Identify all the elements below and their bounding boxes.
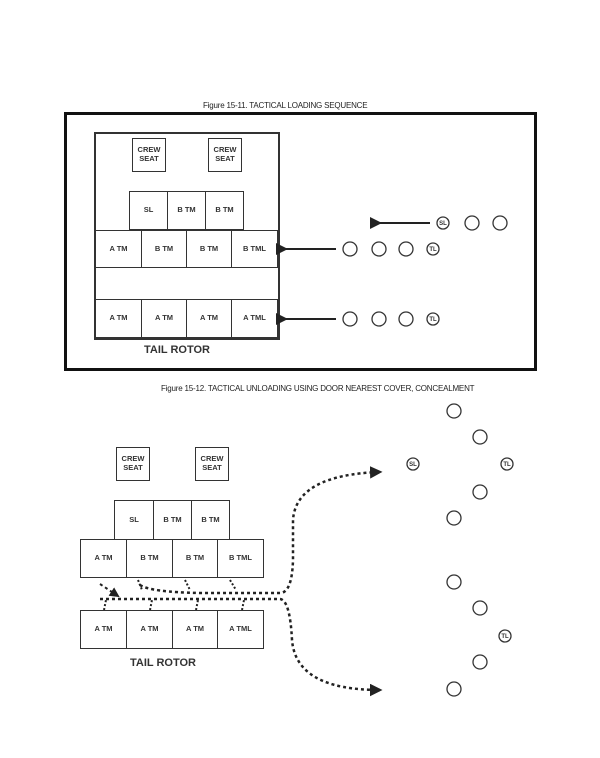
seat-middle-4: B TML (217, 539, 264, 578)
soldier (472, 654, 488, 670)
soldier-sl: SL (436, 216, 450, 230)
soldier-label: TL (429, 317, 437, 323)
soldier (472, 600, 488, 616)
figure-1-caption: Figure 15-11. TACTICAL LOADING SEQUENCE (203, 101, 368, 110)
seat-middle-3: B TM (186, 230, 232, 268)
seat-front-3: B TM (191, 500, 230, 540)
soldier (342, 311, 358, 327)
seat-front-1: SL (129, 191, 168, 230)
seat-middle-2: B TM (141, 230, 187, 268)
figure-2-tail-rotor-label: TAIL ROTOR (130, 657, 196, 669)
seat-rear-1: A TM (80, 610, 127, 649)
figure-2-caption: Figure 15-12. TACTICAL UNLOADING USING D… (161, 384, 475, 393)
exit-path-lower (100, 597, 383, 697)
exit-path-upper (139, 466, 383, 595)
seat-rear-3: A TM (186, 299, 232, 338)
seat-rear-2: A TM (141, 299, 187, 338)
soldier (464, 215, 480, 231)
seat-front-1: SL (114, 500, 154, 540)
soldier-tl: TL (498, 629, 512, 643)
crew-seat-left: CREW SEAT (132, 138, 166, 172)
seat-exit-ticks (103, 579, 245, 611)
seat-rear-4: A TML (231, 299, 278, 338)
crew-seat-right: CREW SEAT (195, 447, 229, 481)
soldier (492, 215, 508, 231)
soldier (371, 241, 387, 257)
soldier (371, 311, 387, 327)
soldier-label: SL (409, 462, 417, 468)
soldier-label: SL (439, 221, 447, 227)
soldier (398, 311, 414, 327)
soldier-tl: TL (426, 242, 440, 256)
soldier-sl: SL (406, 457, 420, 471)
soldier-label: TL (503, 462, 511, 468)
seat-front-3: B TM (205, 191, 244, 230)
soldier (342, 241, 358, 257)
crew-seat-right: CREW SEAT (208, 138, 242, 172)
crew-seat-left: CREW SEAT (116, 447, 150, 481)
seat-front-2: B TM (167, 191, 206, 230)
seat-middle-2: B TM (126, 539, 173, 578)
soldier-label: TL (429, 247, 437, 253)
exit-path-a-tm-feed (99, 583, 120, 598)
soldier (446, 510, 462, 526)
seat-rear-3: A TM (172, 610, 218, 649)
soldier (472, 484, 488, 500)
soldier (446, 574, 462, 590)
soldier (472, 429, 488, 445)
seat-rear-4: A TML (217, 610, 264, 649)
figure-1-tail-rotor-label: TAIL ROTOR (144, 344, 210, 356)
seat-front-2: B TM (153, 500, 192, 540)
soldier-label: TL (501, 634, 509, 640)
soldier (446, 403, 462, 419)
seat-middle-3: B TM (172, 539, 218, 578)
seat-middle-1: A TM (80, 539, 127, 578)
soldier-tl: TL (500, 457, 514, 471)
soldier-tl: TL (426, 312, 440, 326)
soldier (398, 241, 414, 257)
soldier (446, 681, 462, 697)
seat-rear-2: A TM (126, 610, 173, 649)
